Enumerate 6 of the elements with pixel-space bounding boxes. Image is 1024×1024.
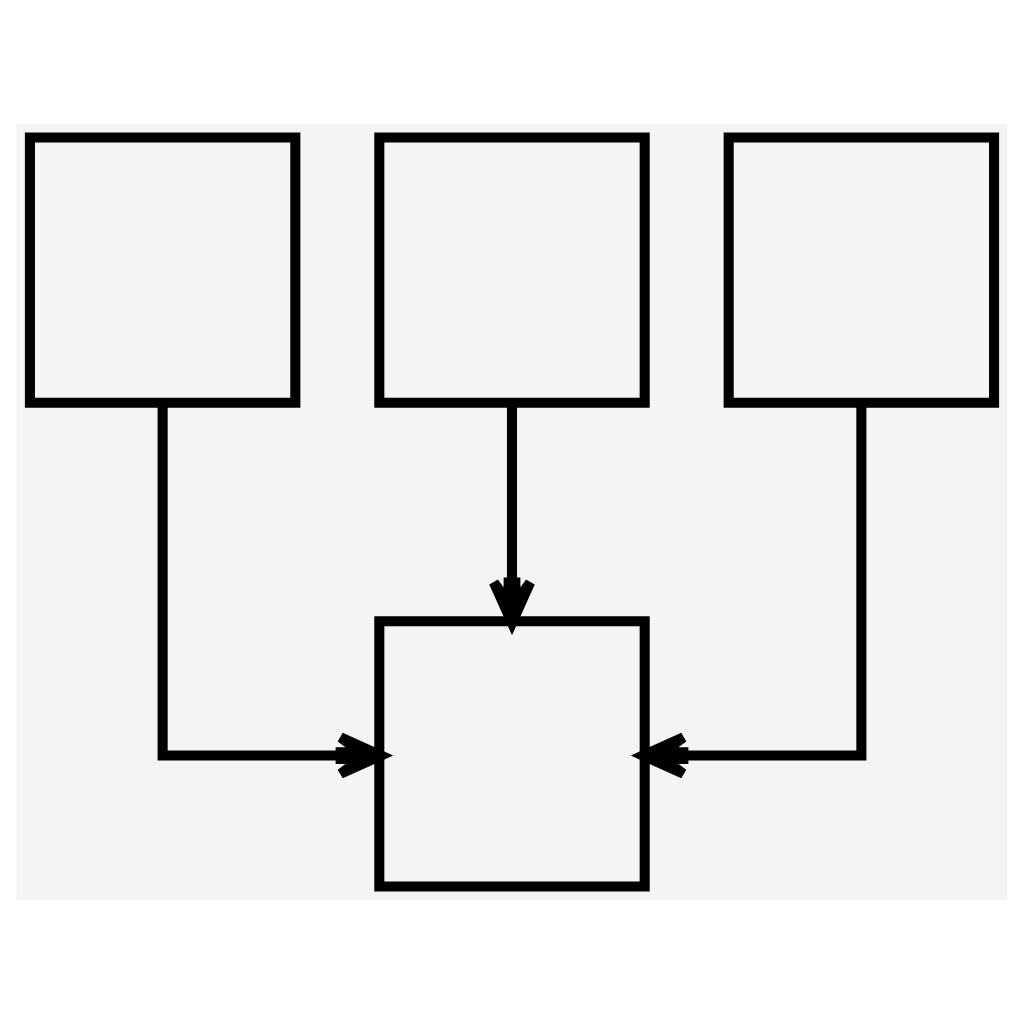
- node-box: [24, 132, 301, 408]
- arrow: [637, 401, 867, 779]
- node-box: [374, 616, 650, 892]
- node-box: [723, 132, 1000, 408]
- arrow: [157, 401, 387, 779]
- node-box: [374, 132, 650, 408]
